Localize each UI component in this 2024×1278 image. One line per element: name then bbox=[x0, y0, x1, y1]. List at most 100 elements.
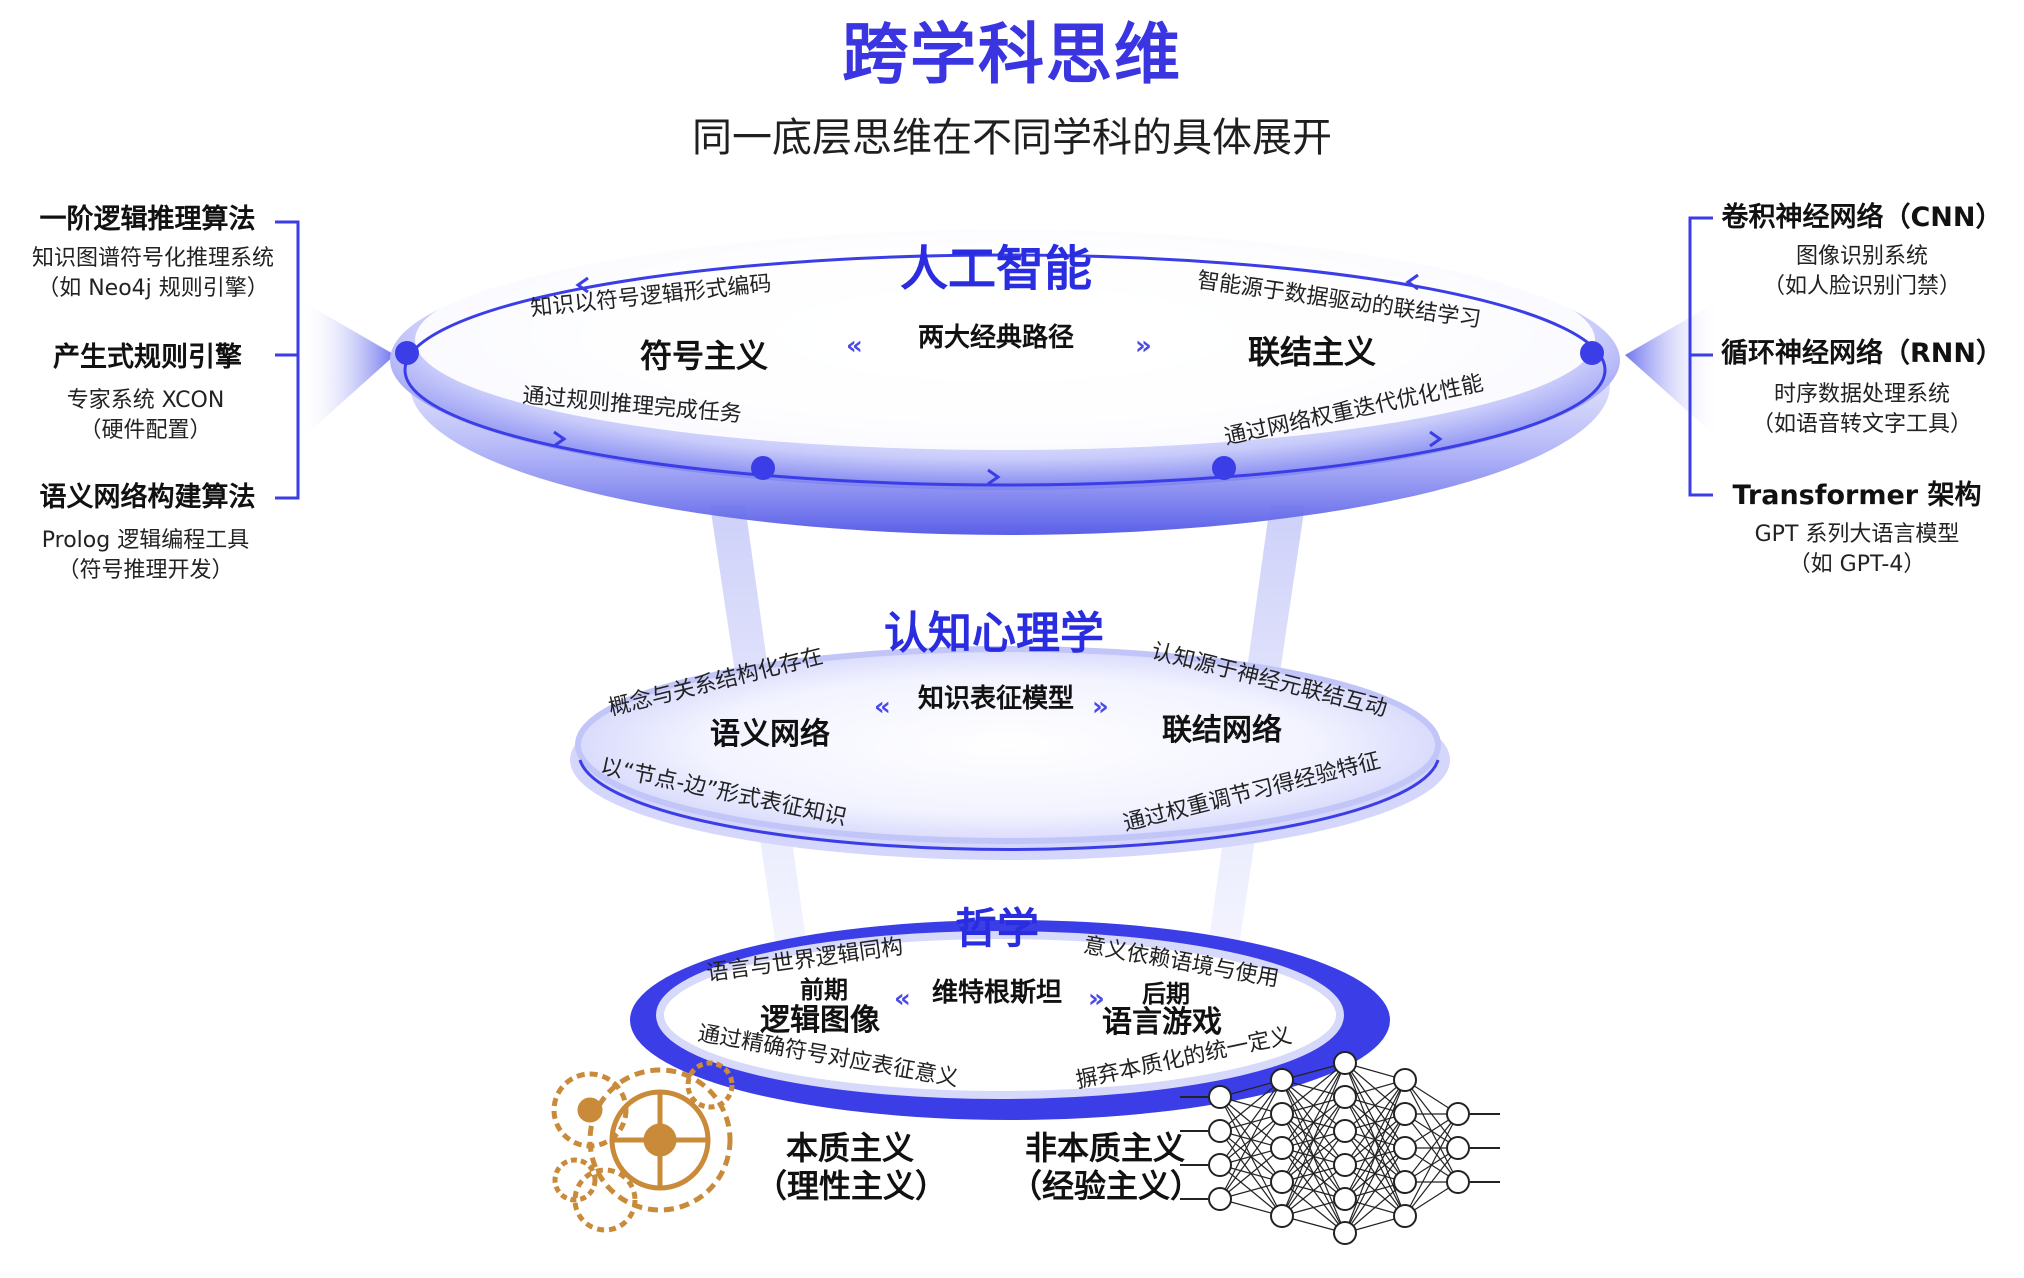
ai-arrow-right-icon: » bbox=[1135, 331, 1152, 361]
ai-ring bbox=[403, 253, 1607, 487]
nn-edge bbox=[1281, 1062, 1346, 1217]
right-item-2-line2: （如语音转文字工具） bbox=[1751, 412, 1972, 437]
left-item-1-line2: （如 Neo4j 规则引擎） bbox=[37, 276, 269, 301]
ai-ring-arrow-5 bbox=[1429, 430, 1443, 448]
nn-node bbox=[1270, 1102, 1294, 1126]
nn-edge bbox=[1281, 1062, 1346, 1183]
phil-left-label: 逻辑图像 bbox=[760, 1003, 880, 1038]
nn-edge bbox=[1344, 1113, 1406, 1234]
left-item-3-line2: （符号推理开发） bbox=[57, 558, 234, 583]
nn-edge bbox=[1344, 1181, 1406, 1234]
nn-node bbox=[1208, 1119, 1232, 1143]
right-item-2-title: 循环神经网络（RNN） bbox=[1721, 338, 2003, 369]
right-item-1-title: 卷积神经网络（CNN） bbox=[1721, 202, 2003, 233]
nn-edge bbox=[1219, 1079, 1283, 1200]
nn-edge bbox=[1344, 1147, 1406, 1234]
nn-edge bbox=[1404, 1147, 1459, 1217]
nn-node bbox=[1393, 1204, 1417, 1228]
nn-node bbox=[1208, 1085, 1232, 1109]
ai-disk-inner bbox=[415, 230, 1595, 450]
phil-arrow-left-icon: « bbox=[894, 984, 911, 1014]
nn-node bbox=[1333, 1153, 1357, 1177]
ai-center-label: 两大经典路径 bbox=[918, 323, 1075, 353]
phil-right-period: 后期 bbox=[1142, 980, 1190, 1008]
nn-edge bbox=[1281, 1062, 1346, 1149]
cog-center-label: 知识表征模型 bbox=[918, 684, 1075, 714]
nn-edge bbox=[1219, 1079, 1283, 1166]
nn-node bbox=[1208, 1187, 1232, 1211]
ai-ring-arrow-2 bbox=[1405, 273, 1419, 291]
ai-node-bottom-left bbox=[751, 456, 775, 480]
right-item-1-line1: 图像识别系统 bbox=[1795, 244, 1928, 269]
left-item-2-line2: （硬件配置） bbox=[79, 418, 212, 443]
nn-node bbox=[1270, 1068, 1294, 1092]
phil-title: 哲学 bbox=[955, 904, 1040, 953]
left-item-3-title: 语义网络构建算法 bbox=[39, 482, 256, 513]
nn-node bbox=[1446, 1170, 1470, 1194]
nn-edge bbox=[1281, 1164, 1346, 1217]
right-item-3-title: Transformer 架构 bbox=[1732, 480, 1982, 511]
nn-node bbox=[1393, 1068, 1417, 1092]
right-item-2-line1: 时序数据处理系统 bbox=[1773, 382, 1950, 407]
nn-node bbox=[1333, 1187, 1357, 1211]
cog-arrow-left-icon: « bbox=[874, 692, 891, 722]
left-item-3-line1: Prolog 逻辑编程工具 bbox=[41, 528, 250, 553]
left-item-2-line1: 专家系统 XCON bbox=[66, 388, 225, 413]
right-item-1-line2: （如人脸识别门禁） bbox=[1762, 274, 1961, 299]
ai-node-left bbox=[395, 341, 419, 365]
nn-edge bbox=[1344, 1079, 1406, 1234]
cog-left-label: 语义网络 bbox=[710, 717, 830, 752]
ai-arrow-left-icon: « bbox=[846, 331, 863, 361]
right-item-3-line2: （如 GPT-4） bbox=[1788, 552, 1926, 577]
nn-edge bbox=[1404, 1113, 1459, 1183]
bottom-left-line2: （理性主义） bbox=[755, 1167, 948, 1205]
page-title: 跨学科思维 bbox=[842, 16, 1182, 93]
nn-node bbox=[1393, 1170, 1417, 1194]
right-item-3-line1: GPT 系列大语言模型 bbox=[1754, 522, 1960, 547]
wing-left bbox=[300, 300, 395, 440]
nn-node bbox=[1446, 1102, 1470, 1126]
nn-edge bbox=[1219, 1113, 1283, 1200]
wing-right bbox=[1625, 300, 1720, 440]
nn-edge bbox=[1219, 1079, 1283, 1132]
bottom-left-line1: 本质主义 bbox=[785, 1129, 914, 1167]
nn-edge bbox=[1344, 1079, 1406, 1200]
phil-arrow-right-icon: » bbox=[1088, 984, 1105, 1014]
nn-node bbox=[1333, 1051, 1357, 1075]
ai-title: 人工智能 bbox=[900, 241, 1093, 297]
nn-edge bbox=[1219, 1147, 1283, 1200]
phil-center-label: 维特根斯坦 bbox=[932, 978, 1063, 1008]
ai-ring-arrow-3 bbox=[553, 430, 567, 448]
nn-edge bbox=[1281, 1096, 1346, 1217]
left-bracket bbox=[275, 220, 300, 500]
ai-ring-arrow-1 bbox=[575, 276, 589, 294]
cog-arrow-right-icon: » bbox=[1092, 692, 1109, 722]
nn-node bbox=[1270, 1170, 1294, 1194]
cog-ring-bottom bbox=[578, 759, 1440, 851]
nn-node bbox=[1446, 1136, 1470, 1160]
nn-node bbox=[1208, 1153, 1232, 1177]
cog-disk bbox=[575, 646, 1441, 844]
ai-left-label: 符号主义 bbox=[640, 337, 769, 375]
phil-left-period: 前期 bbox=[800, 976, 848, 1004]
phil-right-label: 语言游戏 bbox=[1102, 1005, 1222, 1040]
gears-illustration bbox=[551, 1060, 735, 1233]
page-subtitle: 同一底层思维在不同学科的具体展开 bbox=[692, 115, 1332, 161]
nn-edge bbox=[1281, 1062, 1346, 1115]
bottom-right-line2: （经验主义） bbox=[1010, 1167, 1203, 1205]
left-item-2-title: 产生式规则引擎 bbox=[53, 342, 242, 373]
nn-node bbox=[1333, 1085, 1357, 1109]
nn-node bbox=[1270, 1136, 1294, 1160]
nn-edge bbox=[1404, 1113, 1459, 1217]
nn-edge bbox=[1281, 1130, 1346, 1217]
left-item-1-line1: 知识图谱符号化推理系统 bbox=[31, 246, 274, 271]
neural-network-illustration bbox=[1180, 1051, 1500, 1245]
nn-node bbox=[1333, 1221, 1357, 1245]
cog-right-label: 联结网络 bbox=[1162, 713, 1282, 748]
nn-node bbox=[1393, 1136, 1417, 1160]
ai-ring-arrow-4 bbox=[987, 468, 1001, 486]
phil-ring-glow bbox=[656, 931, 1344, 1099]
left-item-1-title: 一阶逻辑推理算法 bbox=[39, 204, 256, 235]
